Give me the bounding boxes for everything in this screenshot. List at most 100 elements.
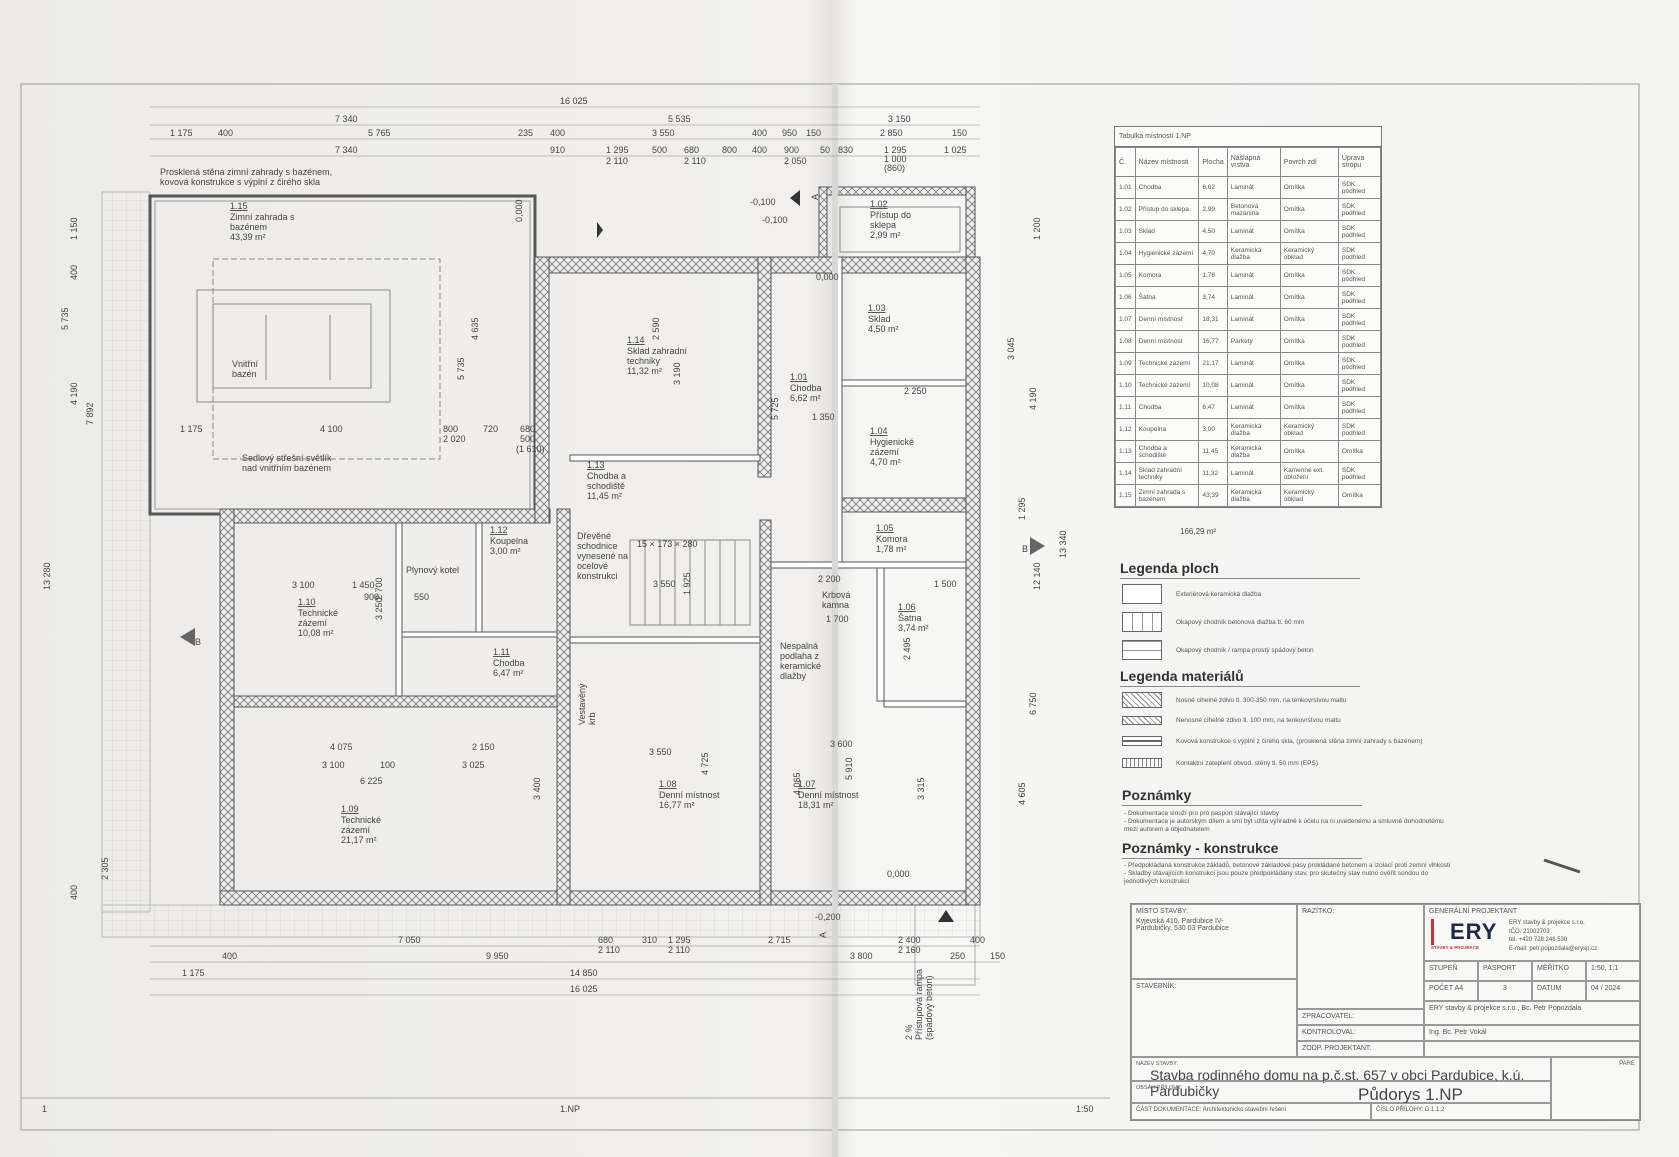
legend-material-item: Nenosné cihelné zdivo tl. 100 mm, na ten…	[1122, 716, 1341, 725]
dimension-interior: 1 350	[812, 412, 835, 422]
room-name: Chodba a	[587, 471, 626, 481]
dimension-right: 6 750	[1028, 692, 1038, 715]
dimension-interior: 900	[364, 592, 379, 602]
room-table-cell: Laminát	[1226, 308, 1281, 331]
room-table-cell: 10,08	[1198, 374, 1228, 397]
dimension-interior: 3 100	[322, 760, 345, 770]
dimension-top: 3 550	[652, 128, 675, 138]
logo-subtitle: STAVBY & PROJEKCE	[1431, 945, 1480, 950]
dimension-left: 2 305	[100, 857, 110, 880]
dimension-top: (860)	[884, 163, 905, 173]
room-table-cell: Laminát	[1226, 220, 1281, 243]
dimension-top: 50	[820, 145, 830, 155]
dimension-interior: 2 250	[904, 386, 927, 396]
room-table-cell: 1.01	[1115, 176, 1136, 199]
room-table-cell: Chodba	[1134, 176, 1200, 199]
room-table-cell: Koupelna	[1134, 418, 1200, 441]
dimension-top: 910	[550, 145, 565, 155]
section-marker-a-top	[790, 190, 800, 206]
note-item: - Dokumentace je autorským dílem a smí b…	[1124, 818, 1444, 833]
responsible-value	[1424, 1041, 1640, 1057]
dimension-interior: 2 700	[374, 577, 384, 600]
dimension-interior: 2 150	[472, 742, 495, 752]
dimension-top: 16 025	[560, 96, 588, 106]
room-table-cell: 16,77	[1198, 330, 1228, 353]
dimension-interior: 4 075	[330, 742, 353, 752]
pool-outline	[196, 289, 391, 403]
processor-label: ZPRACOVATEL:	[1297, 1009, 1424, 1025]
room-table-cell: 1.08	[1115, 330, 1136, 353]
room-table-cell: 3,74	[1198, 286, 1228, 309]
north-arrow-icon	[1543, 858, 1581, 874]
room-table-cell: SDK podhled	[1337, 374, 1382, 397]
dimension-interior: 680	[520, 424, 535, 434]
dimension-interior: 1 500	[934, 579, 957, 589]
dimension-bottom: 3 800	[850, 951, 873, 961]
room-table-cell: Keramický obklad	[1279, 418, 1339, 441]
room-name: Chodba	[493, 658, 525, 668]
company-email: E-mail: petr.popozdala@erysp.cz	[1509, 945, 1598, 952]
dimension-interior: 550	[414, 592, 429, 602]
company-name: ERY stavby & projekce s.r.o.	[1509, 920, 1585, 926]
dimension-interior: 2 200	[818, 574, 841, 584]
room-number: 1.11	[493, 647, 510, 657]
company-ico: IČO: 21002703	[1509, 928, 1550, 935]
legend-area-item: Exteriérová keramická dlažba	[1122, 584, 1261, 604]
notes-construction-title: Poznámky - konstrukce	[1122, 840, 1362, 859]
room-table-cell: SDK podhled	[1337, 220, 1382, 243]
dimension-interior: (1 610)	[516, 444, 545, 454]
dimension-bottom: 680	[598, 935, 613, 945]
dimension-interior: 3 550	[653, 579, 676, 589]
room-table-cell: Laminát	[1226, 176, 1281, 199]
dimension-right: 1 295	[1017, 497, 1027, 520]
room-table-cell: Laminát	[1226, 264, 1281, 287]
room-number: 1.14	[627, 335, 645, 345]
stairs-note: schodnice	[577, 541, 618, 551]
dimension-bottom: 2 400	[898, 935, 921, 945]
room-table-cell: Technické zázemí	[1134, 352, 1200, 375]
paving-bottom	[101, 904, 981, 938]
room-table-cell: Zimní zahrada s bazénem	[1134, 484, 1200, 507]
scale-field-value: 1:50, 1:1	[1586, 961, 1640, 981]
room-name: Koupelna	[490, 536, 528, 546]
legend-area-item: Okapový chodník / rampa prostý spádový b…	[1122, 640, 1314, 660]
title-block: MÍSTO STAVBY: Kyjevská 410, Pardubice IV…	[1130, 903, 1641, 1121]
dimension-interior: 500	[520, 434, 535, 444]
room-table-cell: Keramický obklad	[1279, 242, 1339, 265]
stage-label: STUPEŇ	[1424, 961, 1478, 981]
dimension-left: 7 892	[85, 402, 95, 425]
note-item: - Dokumentace slouží pro pro pasport stá…	[1124, 810, 1279, 817]
project-name-label: NÁZEV STAVBY:	[1136, 1061, 1178, 1067]
room-area: 6,47 m²	[493, 668, 524, 678]
room-area: 6,62 m²	[790, 393, 821, 403]
company-phone: tel. +420 728 248 530	[1509, 937, 1568, 943]
room-table-cell: Omítka	[1279, 352, 1339, 375]
dimension-top: 2 110	[684, 156, 706, 166]
room-table-cell: Omítka	[1279, 286, 1339, 309]
room-table-cell: SDK podhled	[1337, 352, 1382, 375]
room-area: 11,45 m²	[587, 491, 622, 501]
dimension-top: 1 295	[606, 145, 629, 155]
dimension-top: 2 110	[606, 156, 628, 166]
room-table-cell: Šatna	[1134, 286, 1200, 309]
section-label: A	[810, 194, 820, 200]
ramp-label: (spádový beton)	[924, 975, 934, 1040]
dimension-interior: 3 315	[916, 777, 926, 800]
dimension-interior: 4 635	[470, 317, 480, 340]
stairs-note: ocelové	[577, 561, 608, 571]
dimension-top: 800	[722, 145, 737, 155]
notes-construction-list: - Předpokládaná konstrukce základů, beto…	[1124, 862, 1454, 886]
dimension-interior: 2 590	[651, 317, 661, 340]
dimension-interior: 4 725	[700, 752, 710, 775]
room-table-cell: 1.03	[1115, 220, 1136, 243]
note-item: - Skladby stávajících konstrukcí jsou po…	[1124, 870, 1429, 885]
dimension-left: 400	[69, 885, 79, 900]
room-number: 1.07	[798, 779, 816, 789]
stairs-spec: 15 × 173 × 280	[637, 539, 698, 549]
boiler-label: Plynový kotel	[406, 565, 459, 575]
room-table-cell: Omítka	[1279, 440, 1339, 463]
glass-wall-note: kovová konstrukce s výplní z čirého skla	[160, 177, 320, 187]
room-table-cell: 43,39	[1198, 484, 1228, 507]
